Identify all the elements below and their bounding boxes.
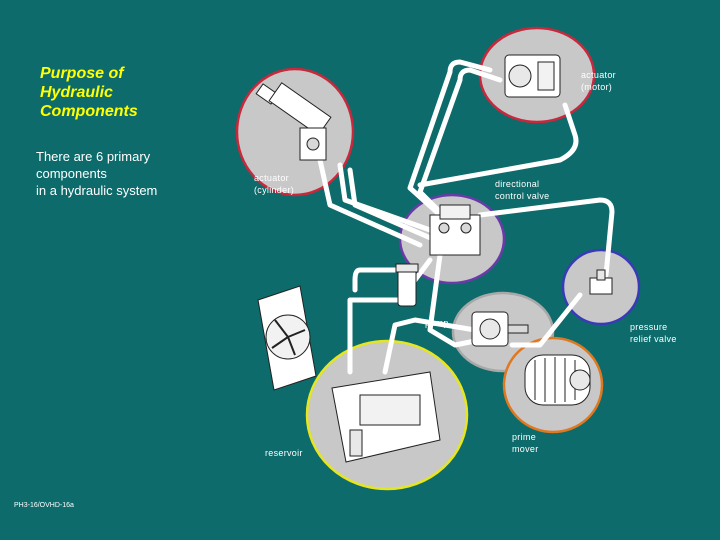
relief-valve-illustration (589, 269, 613, 295)
pump-illustration (471, 311, 529, 347)
footer-code: PH3-16/OVHD-16a (14, 502, 74, 509)
reservoir-illustration (331, 371, 441, 463)
motor-illustration (504, 54, 561, 98)
label-actuator-cylinder: actuator (cylinder) (254, 173, 295, 195)
label-pressure-relief-valve: pressure relief valve (630, 322, 677, 344)
cooler-illustration (257, 285, 317, 391)
prime-mover-illustration (524, 354, 591, 406)
valve-illustration (429, 204, 481, 256)
label-actuator-motor: actuator (motor) (581, 70, 616, 92)
label-prime-mover: prime mover (512, 432, 539, 454)
page-subtitle: There are 6 primary components in a hydr… (36, 149, 158, 198)
label-pump: pump (425, 318, 449, 328)
label-directional-control-valve: directional control valve (495, 179, 550, 201)
label-reservoir: reservoir (265, 448, 303, 458)
filter-illustration (395, 263, 419, 307)
page-title: Purpose of Hydraulic Components (40, 65, 138, 120)
cylinder-illustration (255, 82, 332, 161)
